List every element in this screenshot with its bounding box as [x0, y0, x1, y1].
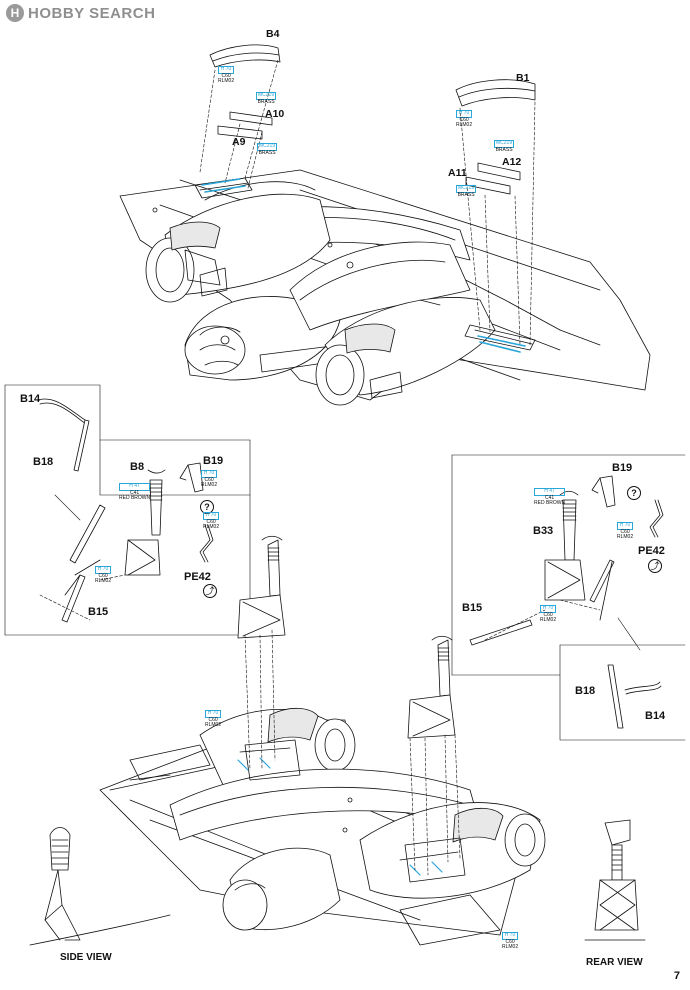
- bend-icon-right: ⤴: [648, 559, 662, 573]
- color-code-b8: H 47 C41 RED BROWN: [119, 483, 151, 502]
- material-a9: MC219 BRASS: [257, 143, 278, 156]
- part-b1: B1: [516, 72, 530, 84]
- watermark-text: HOBBY SEARCH: [28, 4, 156, 22]
- bend-icon: ⤴: [203, 584, 217, 598]
- color-code-b15-left-c: C60: [98, 572, 108, 579]
- material-a10-mc: MC219: [256, 92, 277, 100]
- color-code-b1-hx: H 70: [456, 110, 473, 118]
- color-code-b19-right-hx: H 70: [617, 522, 634, 530]
- part-b4: B4: [266, 28, 280, 40]
- material-a10: MC219 BRASS: [256, 92, 277, 105]
- part-b15-right: B15: [462, 602, 483, 614]
- color-code-b4-hx: H 70: [218, 66, 235, 74]
- color-code-b4-c: C60: [221, 72, 231, 79]
- material-a12-name: BRASS: [495, 146, 513, 153]
- watermark: H HOBBY SEARCH: [6, 4, 155, 22]
- material-a11-name: BRASS: [457, 191, 475, 198]
- color-code-pe42-left-hx: H 70: [203, 512, 220, 520]
- material-a11-mc: MC219: [456, 185, 477, 193]
- color-code-b15-left-rlm: RLM02: [95, 578, 112, 584]
- part-b14-left: B14: [20, 393, 41, 405]
- color-code-b19-left-rlm: RLM02: [201, 482, 218, 488]
- color-code-bay-left-c: C60: [208, 716, 218, 723]
- color-code-b15-right-hx: H 70: [540, 605, 557, 613]
- color-code-bay-right: H 70 C60 RLM02: [502, 932, 519, 951]
- material-a11: MC219 BRASS: [456, 185, 477, 198]
- part-b15-left: B15: [88, 606, 109, 618]
- material-a12: MC219 BRASS: [494, 140, 515, 153]
- bottom-aircraft: [99, 707, 546, 946]
- rear-view-label: REAR VIEW: [586, 957, 643, 968]
- part-pe42-right: PE42: [638, 545, 665, 557]
- color-code-b33-hx: H 47: [534, 488, 566, 496]
- material-a9-name: BRASS: [258, 149, 276, 156]
- watermark-badge: H: [6, 4, 24, 22]
- color-code-pe42-left-rlm: RLM02: [203, 524, 220, 530]
- color-code-pe42-left-c: C60: [206, 518, 216, 525]
- part-b18-right: B18: [575, 685, 596, 697]
- material-a12-mc: MC219: [494, 140, 515, 148]
- part-b19-left: B19: [203, 455, 224, 467]
- part-b18-left: B18: [33, 456, 54, 468]
- color-code-bay-right-c: C60: [505, 938, 515, 945]
- color-code-bay-right-hx: H 70: [502, 932, 519, 940]
- color-code-b8-c: C41: [129, 489, 140, 496]
- question-icon-right: ?: [627, 486, 641, 500]
- part-a9: A9: [232, 136, 246, 148]
- material-a9-mc: MC219: [257, 143, 278, 151]
- color-code-b19-right-c: C60: [620, 528, 630, 535]
- part-a12: A12: [502, 156, 522, 168]
- color-code-b4-rlm: RLM02: [218, 78, 235, 84]
- part-b19-right: B19: [612, 462, 633, 474]
- color-code-bay-right-rlm: RLM02: [502, 944, 519, 950]
- color-code-b1-rlm: RLM02: [456, 122, 473, 128]
- color-code-b19-left-hx: H 70: [201, 470, 218, 478]
- color-code-bay-left-rlm: RLM02: [205, 722, 222, 728]
- color-code-b19-left-c: C60: [204, 476, 214, 483]
- color-code-b1-c: C60: [459, 116, 469, 123]
- part-a11: A11: [448, 167, 467, 179]
- part-b14-right: B14: [645, 710, 666, 722]
- part-a10: A10: [265, 108, 285, 120]
- color-code-pe42-left: H 70 C60 RLM02: [203, 512, 220, 531]
- color-code-b15-right: H 70 C60 RLM02: [540, 605, 557, 624]
- color-code-b1: H 70 C60 RLM02: [456, 110, 473, 129]
- color-code-b4: H 70 C60 RLM02: [218, 66, 235, 85]
- color-code-b15-right-rlm: RLM02: [540, 617, 557, 623]
- color-code-b19-right-rlm: RLM02: [617, 534, 634, 540]
- color-code-b33-name: RED BROWN: [534, 500, 566, 506]
- color-code-b8-name: RED BROWN: [119, 495, 151, 501]
- color-code-bay-left-hx: H 70: [205, 710, 222, 718]
- page-number: 7: [673, 970, 680, 982]
- side-view-label: SIDE VIEW: [60, 952, 112, 963]
- color-code-b33: H 47 C41 RED BROWN: [534, 488, 566, 507]
- color-code-b19-right: H 70 C60 RLM02: [617, 522, 634, 541]
- color-code-bay-left: H 70 C60 RLM02: [205, 710, 222, 729]
- part-b33: B33: [533, 525, 554, 537]
- color-code-b15-right-c: C60: [543, 611, 553, 618]
- color-code-b15-left: H 70 C60 RLM02: [95, 566, 112, 585]
- color-code-b15-left-hx: H 70: [95, 566, 112, 574]
- question-icon: ?: [200, 500, 214, 514]
- top-aircraft: [119, 169, 651, 406]
- part-b8: B8: [130, 461, 145, 473]
- material-a10-name: BRASS: [257, 98, 275, 105]
- color-code-b33-c: C41: [544, 494, 555, 501]
- part-pe42-left: PE42: [184, 571, 211, 583]
- color-code-b8-hx: H 47: [119, 483, 151, 491]
- color-code-b19-left: H 70 C60 RLM02: [201, 470, 218, 489]
